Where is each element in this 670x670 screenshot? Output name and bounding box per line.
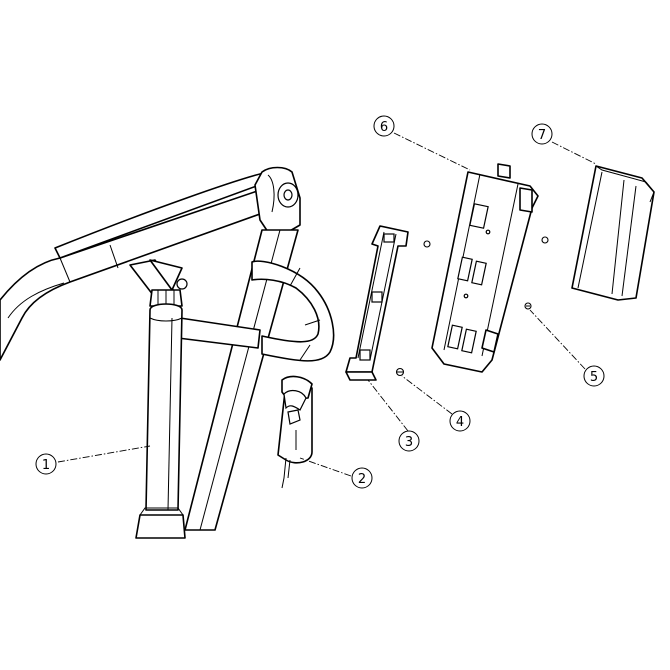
callout-1: 1 xyxy=(35,453,57,475)
part-5-screw xyxy=(524,302,532,310)
callout-5: 5 xyxy=(583,365,605,387)
callout-4: 4 xyxy=(449,410,471,432)
callout-7: 7 xyxy=(531,123,553,145)
callout-2-label: 2 xyxy=(358,472,366,487)
callout-6: 6 xyxy=(373,115,395,137)
callout-5-label: 5 xyxy=(590,370,598,385)
callout-1-label: 1 xyxy=(42,458,50,473)
callout-6-label: 6 xyxy=(380,120,388,135)
callout-7-label: 7 xyxy=(538,128,546,143)
callout-2: 2 xyxy=(351,467,373,489)
part-4-screw xyxy=(395,367,405,377)
part-7-battery-pack xyxy=(571,165,655,301)
callout-4-label: 4 xyxy=(456,415,464,430)
part-2-hand-pendant xyxy=(277,375,313,489)
callout-3: 3 xyxy=(398,430,420,452)
callout-3-label: 3 xyxy=(405,435,413,450)
part-6-battery-housing xyxy=(431,163,539,373)
part-3-mounting-bracket xyxy=(345,225,409,381)
part-1-lift-frame xyxy=(0,166,335,539)
leader-lines xyxy=(57,132,597,477)
loose-screws xyxy=(423,236,549,248)
